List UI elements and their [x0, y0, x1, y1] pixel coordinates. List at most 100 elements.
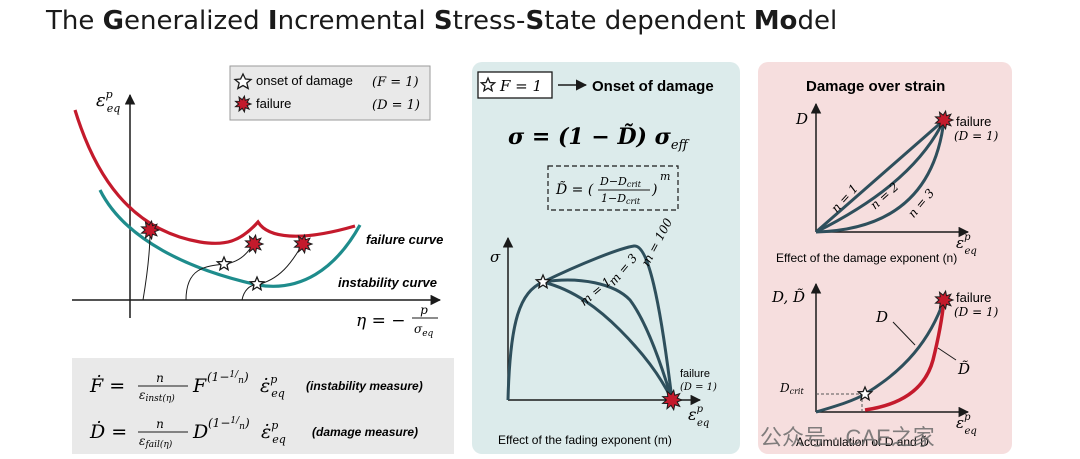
dtilde-exp: m [660, 170, 670, 183]
loading-path-2 [185, 243, 254, 301]
eq-f-body: F [192, 375, 207, 397]
dtilde-label: D̃ [957, 360, 970, 378]
right-panel-title: Damage over strain [806, 78, 945, 95]
legend-onset-label: onset of damage [256, 73, 353, 88]
burst-icon [661, 388, 684, 412]
title-part: tate dependent [544, 6, 754, 36]
failure-marker-bottom [934, 289, 955, 311]
title-part: eneralized [123, 6, 268, 36]
right-panel-bg [758, 62, 1012, 454]
eq-d-body: D [192, 421, 208, 443]
burst-icon [934, 289, 955, 311]
fading-curve-m1 [542, 280, 674, 401]
top-failure-eq: (D = 1) [954, 129, 999, 143]
damage-curve-n2 [815, 119, 946, 234]
top-caption: Effect of the damage exponent (n) [776, 251, 957, 265]
onset-box-label: F = 1 [499, 77, 542, 95]
failure-marker-3 [293, 233, 314, 255]
failure-curve-label: failure curve [366, 232, 443, 247]
middle-panel: F = 1 Onset of damage σ = (1 − D̃) σeff … [472, 62, 740, 454]
title-part: Mo [753, 6, 798, 36]
title-part: G [102, 6, 124, 36]
onset-marker-bottom [856, 385, 874, 402]
title-part: S [433, 6, 453, 36]
star-icon [233, 72, 253, 90]
star-icon [479, 76, 497, 93]
eq-d-lhs: Ḋ = [89, 420, 127, 443]
eq-f-exp: (1−1/n) [207, 370, 249, 386]
watermark: 公众号 · CAE之家 [760, 425, 935, 450]
instability-curve [98, 189, 362, 288]
eq-d-exp: (1−1/n) [208, 416, 250, 432]
eq-f-lhs: Ḟ = [89, 374, 125, 397]
equations-bg [72, 358, 454, 454]
loading-path-3 [241, 244, 303, 301]
failure-marker-2 [244, 233, 265, 255]
burst-icon [244, 233, 265, 255]
failure-marker-1 [140, 219, 161, 241]
eq-f-desc: (instability measure) [306, 379, 423, 393]
burst-icon [140, 219, 161, 241]
dtilde-close: ) [651, 182, 657, 198]
dcrit-label: Dcrit [779, 381, 804, 396]
onset-marker-2 [248, 275, 266, 292]
damage-curve-n3 [815, 119, 946, 234]
middle-caption: Effect of the fading exponent (m) [498, 433, 672, 447]
title-part: del [797, 6, 838, 36]
failure-marker-top [934, 109, 955, 131]
eq-d-frac-den: εfail(η) [139, 434, 173, 450]
left-panel: onset of damage (F = 1) failure (D = 1) … [72, 65, 443, 339]
title-part: The [46, 6, 103, 36]
burst-icon [293, 233, 314, 255]
legend-box [229, 65, 431, 121]
dtilde-num: D−Dcrit [599, 175, 642, 189]
middle-failure-eq: (D = 1) [680, 382, 717, 393]
fading-curve-m3 [542, 278, 674, 401]
middle-panel-bg [472, 62, 740, 454]
title-part: tress- [452, 6, 526, 36]
middle-failure-label: failure [680, 368, 710, 380]
failure-marker [661, 388, 684, 412]
bottom-caption: Accumulation of D and D̃ [796, 434, 929, 449]
dtilde-curve [864, 299, 946, 412]
top-y-label: D [795, 110, 808, 128]
title-part: ncremental [277, 6, 434, 36]
burst-icon [234, 94, 253, 114]
eq-f-frac-num: n [156, 371, 164, 385]
left-x-axis-label: η = − [356, 311, 405, 331]
instability-curve-label: instability curve [338, 275, 437, 290]
left-x-frac-num: p [420, 303, 428, 317]
dtilde-lhs: D̃ = ( [555, 180, 594, 198]
damage-curve-n1 [815, 118, 945, 234]
eq-d-desc: (damage measure) [312, 425, 418, 439]
d-curve [815, 299, 946, 414]
middle-y-axis-label: σ [490, 248, 501, 266]
star-icon [479, 76, 497, 93]
d-label: D [875, 308, 888, 326]
bottom-failure-label: failure [956, 290, 991, 305]
sigma-equation: σ = (1 − D̃) σeff [508, 124, 691, 153]
title-part: I [267, 6, 278, 36]
dtilde-den: 1−Dcrit [601, 192, 641, 206]
legend-failure-eq: (D = 1) [372, 98, 420, 113]
star-icon [215, 255, 233, 272]
title-part: S [525, 6, 545, 36]
failure-curve [73, 109, 356, 245]
eq-d-frac-num: n [156, 417, 164, 431]
onset-arrow-label: Onset of damage [592, 78, 714, 95]
dtilde-box [547, 165, 679, 211]
eq-f-frac-den: εinst(η) [139, 388, 175, 404]
burst-icon [934, 109, 955, 131]
dtilde-leader [937, 347, 957, 361]
onset-marker [534, 273, 552, 290]
bottom-failure-eq: (D = 1) [954, 305, 999, 319]
